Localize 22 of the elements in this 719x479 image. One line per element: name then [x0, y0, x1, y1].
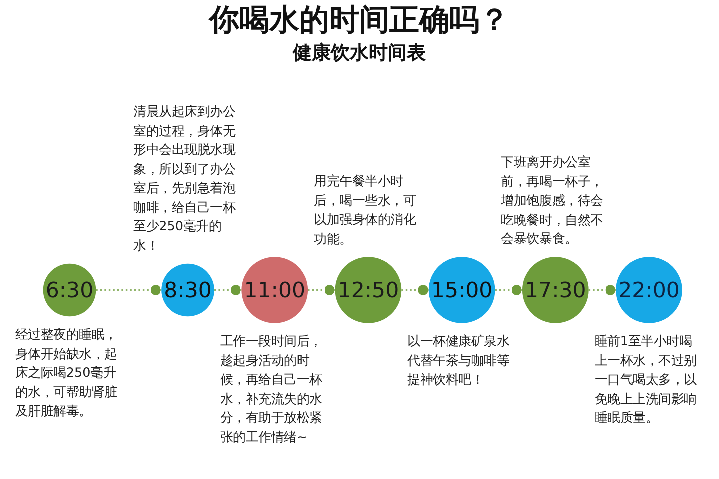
dotted-connector — [402, 285, 429, 296]
subtitle: 健康饮水时间表 — [293, 41, 426, 66]
dotted-connector — [588, 285, 616, 296]
dotted-connector — [214, 285, 242, 296]
description-text: 经过整夜的睡眠，身体开始缺水，起床之际喝250毫升的水，可帮助肾脏及肝脏解毒。 — [15, 326, 118, 419]
dotted-connector — [308, 285, 336, 296]
time-circle: 6:30 — [43, 264, 96, 317]
description-text: 清晨从起床到办公室的过程，身体无形中会出现脱水现象，所以到了办公室后，先别急着泡咖啡，给自己一杯至少250毫升的水！ — [134, 104, 236, 254]
description-text: 下班离开办公室前，再喝一杯子，增加饱腹感，待会吃晚餐时，自然不会暴饮暴食。 — [501, 154, 604, 246]
description-text: 工作一段时间后，趁起身活动的时候，再给自己一杯水，补充流失的水分，有助于放松紧张的工作情绪~ — [220, 334, 322, 445]
time-circle: 12:50 — [335, 257, 402, 324]
time-circle: 8:30 — [162, 264, 214, 317]
dotted-connector — [96, 285, 162, 296]
description-text: 睡前1至半小时喝上一杯水，不过别一口气喝太多，以免晚上上洗间影响睡眠质量。 — [594, 334, 697, 426]
description-text: 用完午餐半小时后，喝一些水，可以加强身体的消化功能。 — [314, 174, 416, 246]
time-circle: 15:00 — [428, 257, 496, 324]
dotted-connector — [495, 285, 522, 296]
time-circle: 11:00 — [242, 257, 308, 324]
time-circle: 17:30 — [522, 257, 589, 324]
time-circle: 22:00 — [616, 257, 682, 324]
description-text: 以一杯健康矿泉水代替午茶与咖啡等提神饮料吧！ — [408, 334, 510, 388]
title: 你喝水的时间正确吗？ — [210, 2, 510, 40]
